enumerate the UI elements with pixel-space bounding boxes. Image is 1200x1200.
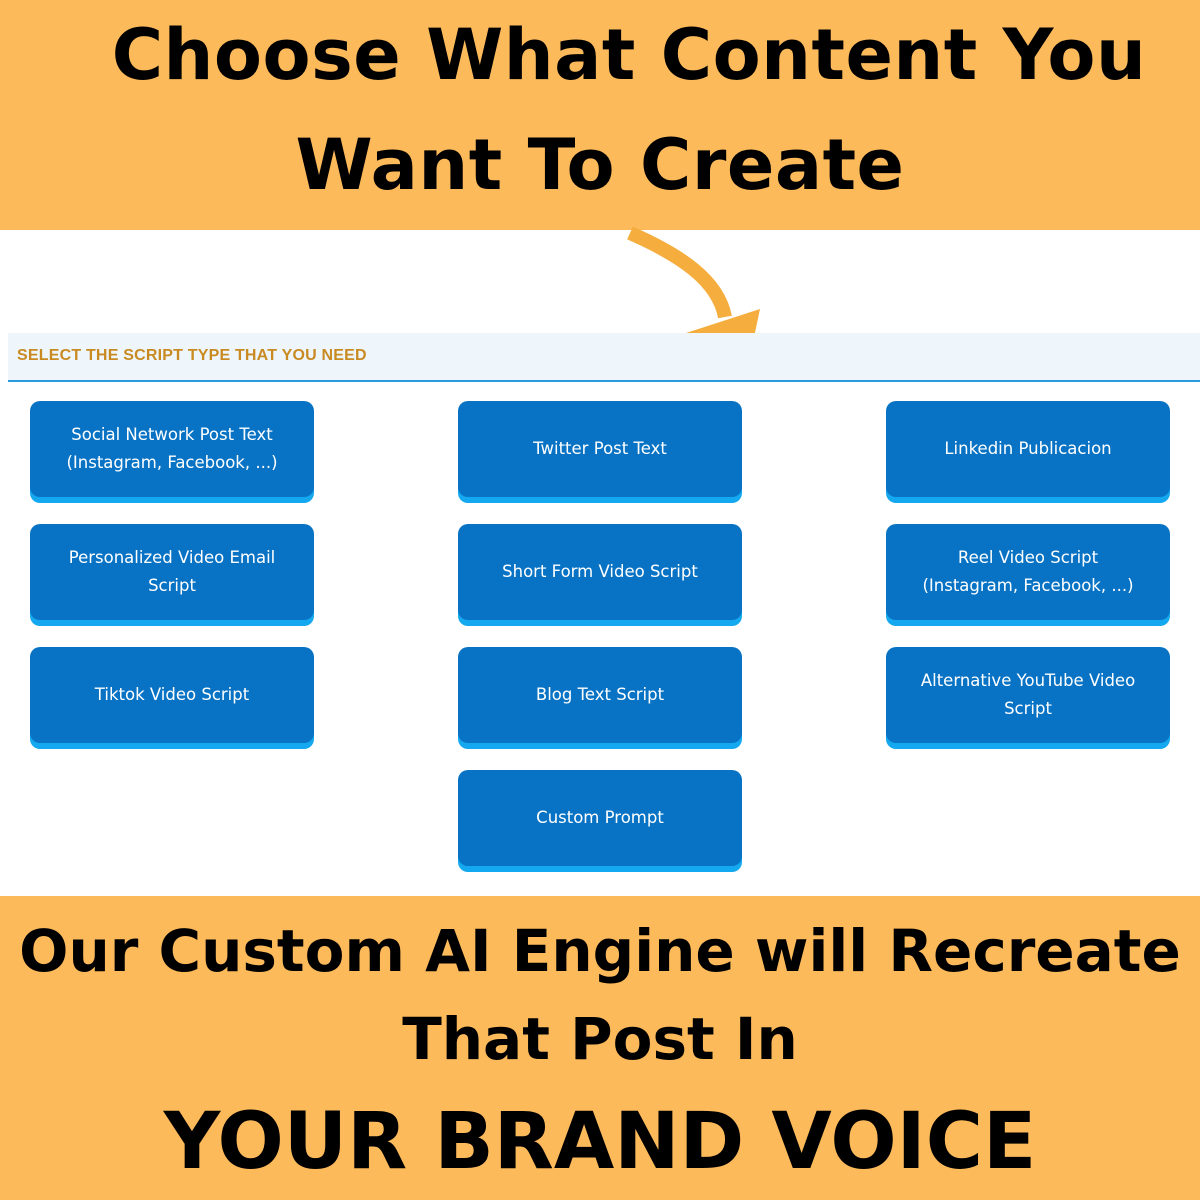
blog-text-script-button[interactable]: Blog Text Script xyxy=(458,647,742,743)
tagline-line-1: Our Custom AI Engine will Recreate xyxy=(19,917,1181,985)
script-type-panel-header: SELECT THE SCRIPT TYPE THAT YOU NEED xyxy=(8,333,1200,382)
twitter-post-button[interactable]: Twitter Post Text xyxy=(458,401,742,497)
tagline-line-2: That Post In xyxy=(402,1005,798,1073)
short-form-video-button[interactable]: Short Form Video Script xyxy=(458,524,742,620)
tagline-brand-voice: YOUR BRAND VOICE xyxy=(163,1097,1037,1187)
reel-video-script-button[interactable]: Reel Video Script (Instagram, Facebook, … xyxy=(886,524,1170,620)
panel-title: SELECT THE SCRIPT TYPE THAT YOU NEED xyxy=(17,347,367,364)
alternative-youtube-video-button[interactable]: Alternative YouTube Video Script xyxy=(886,647,1170,743)
custom-prompt-button[interactable]: Custom Prompt xyxy=(458,770,742,866)
linkedin-publicacion-button[interactable]: Linkedin Publicacion xyxy=(886,401,1170,497)
bottom-banner: Our Custom AI Engine will Recreate That … xyxy=(0,896,1200,1200)
top-banner: Choose What Content You Want To Create xyxy=(0,0,1200,230)
tiktok-video-script-button[interactable]: Tiktok Video Script xyxy=(30,647,314,743)
headline-line-1: Choose What Content You xyxy=(111,14,1147,96)
social-network-post-button[interactable]: Social Network Post Text (Instagram, Fac… xyxy=(30,401,314,497)
personalized-video-email-button[interactable]: Personalized Video Email Script xyxy=(30,524,314,620)
headline-line-2: Want To Create xyxy=(295,124,905,206)
